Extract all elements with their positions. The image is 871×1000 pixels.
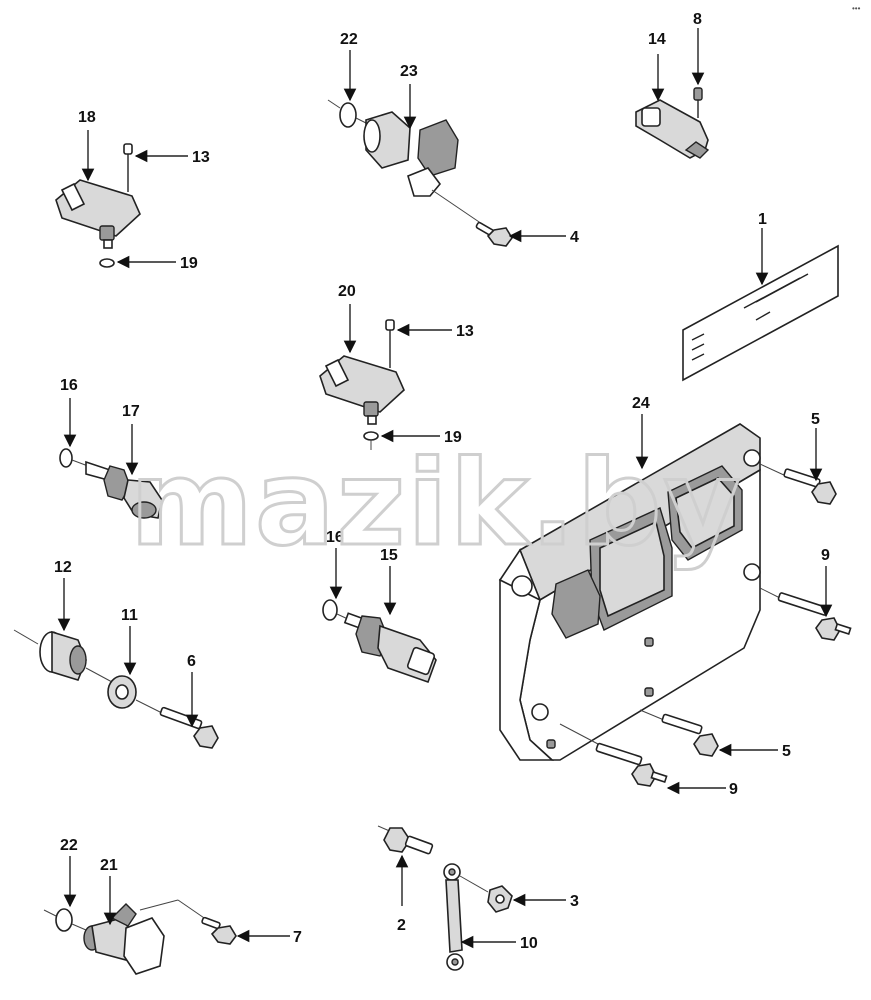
part-16-o-ring-left xyxy=(59,448,89,468)
part-24-ecm xyxy=(498,423,761,761)
part-12-sensor-housing xyxy=(13,629,113,683)
part-4-bolt xyxy=(475,221,513,247)
callout-labels: 1 2 3 4 5 5 6 7 8 9 9 10 11 12 13 13 14 … xyxy=(54,11,830,952)
callout-24: 24 xyxy=(632,395,650,412)
part-19-o-ring-top xyxy=(99,258,115,268)
callout-14: 14 xyxy=(648,31,666,48)
callout-23: 23 xyxy=(400,63,418,80)
corner-mark: ••• xyxy=(852,4,861,13)
callout-1: 1 xyxy=(758,211,767,228)
callout-5a: 5 xyxy=(811,411,820,428)
part-14-sensor xyxy=(635,99,710,159)
callout-6: 6 xyxy=(187,653,196,670)
part-17-temperature-sensor xyxy=(85,460,163,519)
callout-10: 10 xyxy=(520,935,538,952)
watermark: mazik.by xyxy=(130,434,742,572)
callout-9a: 9 xyxy=(821,547,830,564)
part-5-bolt-upper xyxy=(759,463,837,505)
callout-17: 17 xyxy=(122,403,140,420)
part-20-map-sensor xyxy=(319,355,405,425)
callout-13a: 13 xyxy=(192,149,210,166)
part-15-pressure-sensor xyxy=(343,612,437,684)
part-16-o-ring-center xyxy=(322,599,351,621)
callout-3: 3 xyxy=(570,893,579,910)
callout-4: 4 xyxy=(570,229,579,246)
part-2-ground-stud xyxy=(377,825,434,855)
part-1-data-plate xyxy=(682,244,839,382)
part-3-nut xyxy=(487,885,513,913)
part-23-camshaft-sensor xyxy=(363,111,489,229)
callout-22a: 22 xyxy=(340,31,358,48)
part-11-spacer xyxy=(107,675,165,715)
callout-9b: 9 xyxy=(729,781,738,798)
callout-7: 7 xyxy=(293,929,302,946)
part-6-bolt xyxy=(159,706,219,749)
callout-22b: 22 xyxy=(60,837,78,854)
part-19-o-ring-center xyxy=(363,431,379,450)
part-18-map-sensor xyxy=(55,179,141,249)
part-22-o-ring-bottom xyxy=(43,908,87,932)
callout-13b: 13 xyxy=(456,323,474,340)
callout-16a: 16 xyxy=(60,377,78,394)
callout-12: 12 xyxy=(54,559,72,576)
callout-5b: 5 xyxy=(782,743,791,760)
callout-21: 21 xyxy=(100,857,118,874)
callout-2: 2 xyxy=(397,917,406,934)
part-22-o-ring-top xyxy=(327,99,373,128)
part-9-stud-upper xyxy=(759,587,852,641)
callout-19a: 19 xyxy=(180,255,198,272)
part-13-screw-top xyxy=(123,143,133,192)
callout-16b: 16 xyxy=(326,529,344,546)
callout-18: 18 xyxy=(78,109,96,126)
part-7-bolt xyxy=(201,916,237,945)
part-8-screw xyxy=(693,87,703,118)
part-10-ground-strap xyxy=(443,863,489,971)
callout-11: 11 xyxy=(121,607,138,624)
callout-19b: 19 xyxy=(444,429,462,446)
part-9-stud-lower xyxy=(559,723,668,787)
part-5-bolt-lower xyxy=(639,709,719,757)
callout-20: 20 xyxy=(338,283,356,300)
part-21-crankshaft-sensor xyxy=(83,899,211,975)
callout-15: 15 xyxy=(380,547,398,564)
part-13-screw-center xyxy=(385,319,395,368)
callout-8: 8 xyxy=(693,11,702,28)
callout-arrows xyxy=(57,28,833,949)
